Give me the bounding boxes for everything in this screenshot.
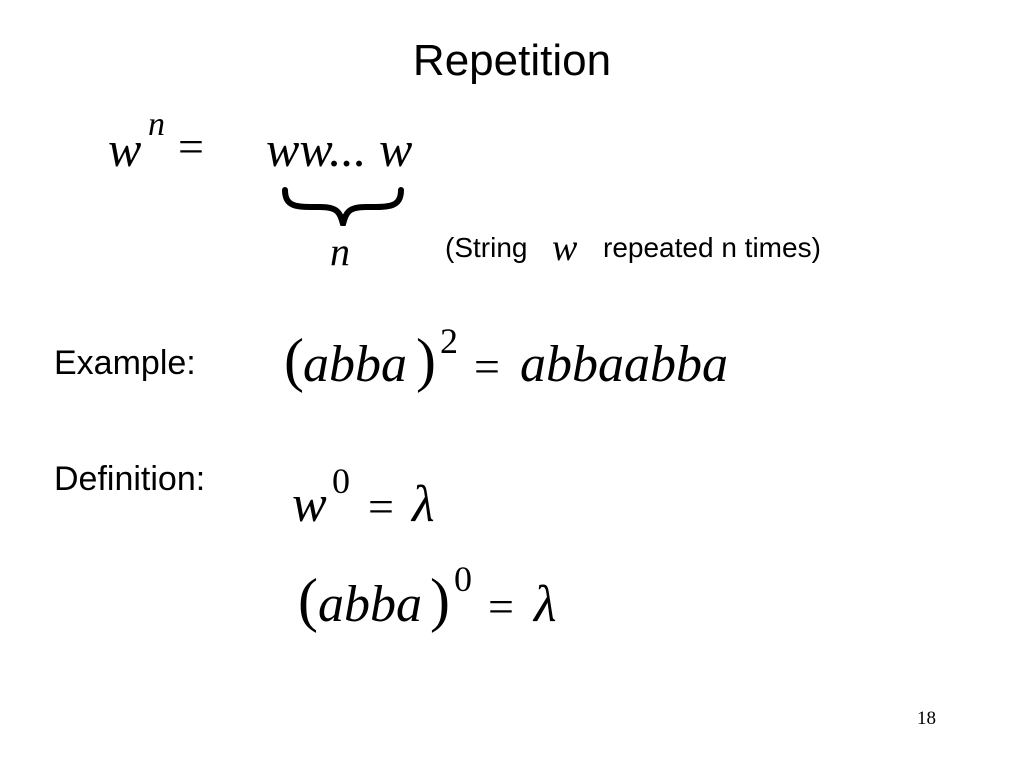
- definition-example-left-paren: (: [298, 567, 318, 633]
- example-right-paren: ): [416, 327, 436, 393]
- note-text-close: repeated n times): [603, 232, 821, 263]
- example-equals: =: [474, 341, 500, 392]
- page-number: 18: [917, 708, 936, 729]
- definition-example-exponent: 0: [454, 559, 472, 599]
- formula-equals: =: [178, 121, 204, 172]
- example-base: abba: [303, 336, 407, 393]
- note-symbol: w: [552, 227, 578, 269]
- definition-equals: =: [368, 481, 394, 532]
- example-left-paren: (: [284, 327, 304, 393]
- formula-base: w: [108, 121, 142, 177]
- definition-label: Definition:: [54, 460, 206, 498]
- formula-expansion: ww... w: [266, 121, 413, 177]
- example-exponent: 2: [440, 321, 458, 361]
- definition-example-equals: =: [488, 581, 514, 632]
- definition-exponent: 0: [332, 461, 350, 501]
- definition-result: λ: [412, 476, 435, 533]
- example-result: abbaabba: [520, 336, 728, 393]
- underbrace-icon: [282, 187, 404, 226]
- definition-base: w: [292, 476, 327, 533]
- definition-example-base: abba: [318, 576, 422, 633]
- definition-example-right-paren: ): [430, 567, 450, 633]
- formula-exponent: n: [148, 106, 165, 143]
- note-text-open: (String: [445, 232, 528, 263]
- definition-example-result: λ: [534, 576, 557, 633]
- example-label: Example:: [54, 344, 196, 382]
- underbrace-label: n: [330, 229, 350, 274]
- slide-title: Repetition: [412, 36, 612, 85]
